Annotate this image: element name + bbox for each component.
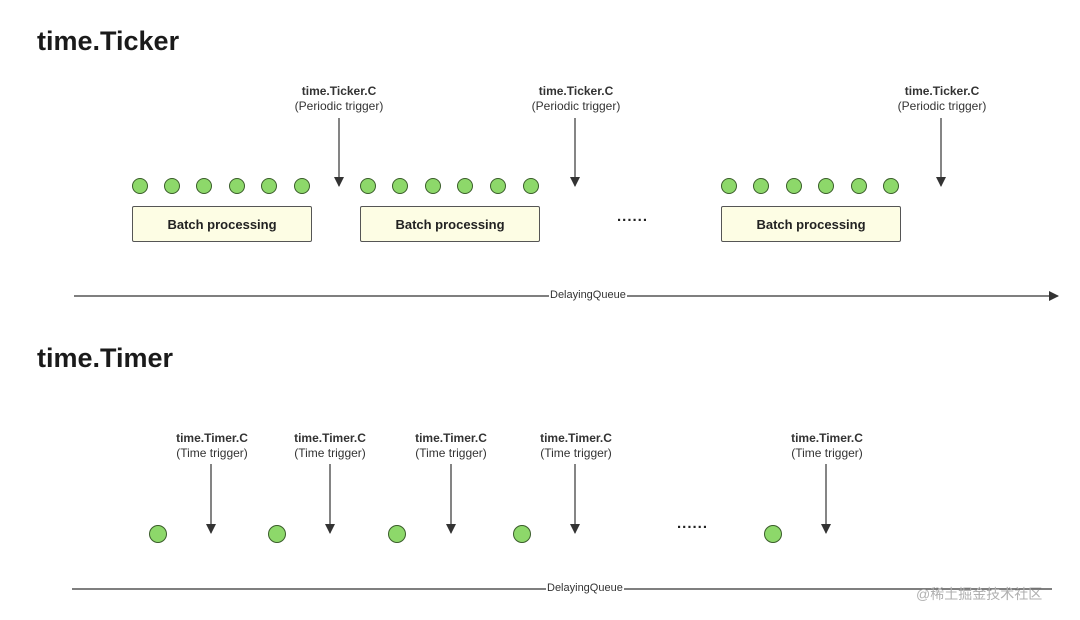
timer-trigger-label-desc: (Time trigger)	[540, 446, 612, 460]
timer-trigger-label-title: time.Timer.C	[540, 431, 612, 445]
timer-trigger-label-3: time.Timer.C (Time trigger)	[391, 431, 511, 461]
timer-title: time.Timer	[37, 343, 174, 373]
timer-trigger-label-5: time.Timer.C (Time trigger)	[767, 431, 887, 461]
timer-trigger-label-title: time.Timer.C	[415, 431, 487, 445]
timer-trigger-label-title: time.Timer.C	[791, 431, 863, 445]
timer-trigger-label-4: time.Timer.C (Time trigger)	[516, 431, 636, 461]
ticker-trigger-label-1: time.Ticker.C (Periodic trigger)	[279, 84, 399, 114]
event-dot	[132, 178, 148, 194]
batch-processing-box: Batch processing	[721, 206, 901, 242]
event-dot	[268, 525, 286, 543]
ticker-title: time.Ticker	[37, 26, 180, 56]
event-dot	[523, 178, 539, 194]
event-dot	[490, 178, 506, 194]
event-dot	[786, 178, 802, 194]
event-dot	[360, 178, 376, 194]
event-dot	[457, 178, 473, 194]
timer-ellipsis: ......	[677, 515, 709, 532]
event-dot	[883, 178, 899, 194]
ticker-trigger-label-desc: (Periodic trigger)	[531, 99, 621, 113]
ticker-trigger-label-desc: (Periodic trigger)	[294, 99, 384, 113]
timer-trigger-label-title: time.Timer.C	[176, 431, 248, 445]
ticker-trigger-label-desc: (Periodic trigger)	[897, 99, 987, 113]
event-dot	[818, 178, 834, 194]
batch-processing-box: Batch processing	[132, 206, 312, 242]
ticker-axis-label: DelayingQueue	[549, 289, 627, 301]
timer-trigger-label-desc: (Time trigger)	[294, 446, 366, 460]
ticker-ellipsis: ......	[617, 208, 649, 225]
event-dot	[229, 178, 245, 194]
ticker-trigger-label-3: time.Ticker.C (Periodic trigger)	[882, 84, 1002, 114]
timer-axis-label: DelayingQueue	[546, 582, 624, 594]
event-dot	[392, 178, 408, 194]
ticker-trigger-label-2: time.Ticker.C (Periodic trigger)	[516, 84, 636, 114]
event-dot	[261, 178, 277, 194]
timer-trigger-label-title: time.Timer.C	[294, 431, 366, 445]
event-dot	[164, 178, 180, 194]
event-dot	[753, 178, 769, 194]
event-dot	[294, 178, 310, 194]
timer-trigger-label-desc: (Time trigger)	[176, 446, 248, 460]
event-dot	[388, 525, 406, 543]
event-dot	[513, 525, 531, 543]
timer-trigger-label-1: time.Timer.C (Time trigger)	[152, 431, 272, 461]
event-dot	[721, 178, 737, 194]
event-dot	[149, 525, 167, 543]
watermark: @稀土掘金技术社区	[916, 586, 1043, 602]
event-dot	[425, 178, 441, 194]
timer-trigger-label-desc: (Time trigger)	[415, 446, 487, 460]
event-dot	[851, 178, 867, 194]
ticker-trigger-label-title: time.Ticker.C	[301, 84, 377, 98]
batch-processing-box: Batch processing	[360, 206, 540, 242]
ticker-trigger-label-title: time.Ticker.C	[904, 84, 980, 98]
timer-trigger-label-desc: (Time trigger)	[791, 446, 863, 460]
ticker-trigger-label-title: time.Ticker.C	[538, 84, 614, 98]
timer-trigger-label-2: time.Timer.C (Time trigger)	[270, 431, 390, 461]
event-dot	[764, 525, 782, 543]
event-dot	[196, 178, 212, 194]
